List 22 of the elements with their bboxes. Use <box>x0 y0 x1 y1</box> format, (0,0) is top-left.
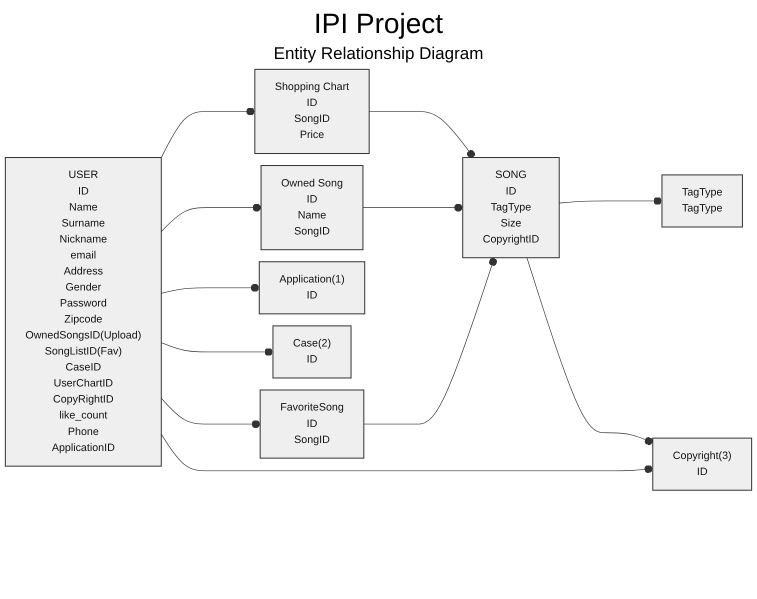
node-box: TagType TagType <box>661 174 743 228</box>
node-box: Owned Song ID Name SongID <box>260 165 364 250</box>
connector <box>368 111 476 158</box>
connector <box>526 257 654 446</box>
connector <box>160 398 260 428</box>
node-box: Case(2) ID <box>272 325 352 378</box>
node-box: SONG ID TagType Size CopyrightID <box>462 157 560 258</box>
subtitle-text: Entity Relationship Diagram <box>274 44 484 64</box>
connector <box>160 107 256 158</box>
connector <box>362 204 464 212</box>
node-box: Shopping Chart ID SongID Price <box>254 68 370 154</box>
node-box: Copyright(3) ID <box>652 438 752 491</box>
connector <box>558 196 662 205</box>
diagram-title: IPI Project <box>314 8 444 40</box>
connector <box>160 204 262 232</box>
connector <box>364 257 498 424</box>
node-box: FavoriteSong ID SongID <box>260 390 364 459</box>
node-box: Application(1) ID <box>258 261 366 314</box>
node-box: USER ID Name Surname Nickname email Address Gender Password Zipcode OwnedSongsID(Upload) SongListID(Fav) CaseID UserChartID CopyRightID like_count Phone ApplicationID <box>4 157 162 467</box>
connector <box>160 434 654 474</box>
connector <box>160 284 260 294</box>
connector <box>160 342 274 356</box>
